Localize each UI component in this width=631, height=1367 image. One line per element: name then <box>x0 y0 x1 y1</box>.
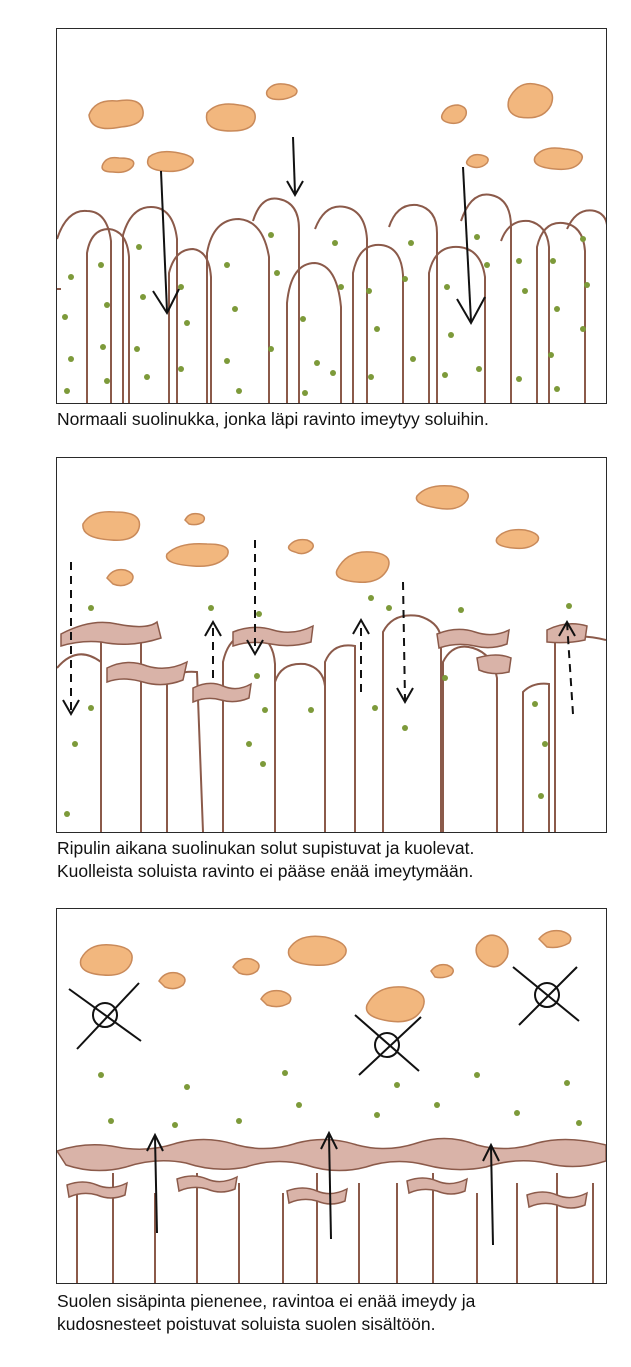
caption-line: kudosnesteet poistuvat soluista suolen s… <box>57 1313 627 1336</box>
caption-line: Kuolleista soluista ravinto ei pääse enä… <box>57 860 627 883</box>
food-particle-icon <box>431 965 453 978</box>
arrow-down-icon <box>397 582 413 702</box>
caption-line: Normaali suolinukka, jonka läpi ravinto … <box>57 408 627 431</box>
arrow-down-icon <box>287 137 303 195</box>
cross-mark-icon <box>69 983 141 1049</box>
panel-diarrhea <box>56 457 607 833</box>
arrow-up-icon <box>205 622 221 678</box>
food-particle-icon <box>107 570 133 586</box>
food-particle-icon <box>207 104 256 131</box>
caption-damaged: Suolen sisäpinta pienenee, ravintoa ei e… <box>57 1290 627 1336</box>
panel-normal <box>56 28 607 404</box>
food-particle-icon <box>289 936 347 965</box>
diagram-diarrhea <box>57 458 606 832</box>
caption-line: Suolen sisäpinta pienenee, ravintoa ei e… <box>57 1290 627 1313</box>
food-particle-icon <box>366 987 424 1022</box>
food-particle-icon <box>83 512 140 541</box>
food-particle-icon <box>267 84 297 100</box>
cross-mark-icon <box>355 1015 421 1075</box>
food-particle-icon <box>534 148 582 169</box>
caption-normal: Normaali suolinukka, jonka läpi ravinto … <box>57 408 627 431</box>
food-particle-icon <box>233 959 259 975</box>
food-particle-icon <box>416 486 468 509</box>
caption-diarrhea: Ripulin aikana suolinukan solut supistuv… <box>57 837 627 883</box>
diagram-damaged <box>57 909 606 1283</box>
food-particle-icon <box>539 931 571 948</box>
diagram-normal <box>57 29 606 403</box>
food-particle-icon <box>476 935 508 967</box>
food-particle-icon <box>336 552 389 582</box>
food-particle-icon <box>185 514 204 525</box>
food-particle-icon <box>159 973 185 989</box>
food-particle-icon <box>508 84 552 118</box>
damaged-cells <box>57 615 606 832</box>
arrow-down-icon <box>457 167 485 323</box>
food-particle-icon <box>102 158 134 173</box>
food-particle-icon <box>496 530 538 549</box>
panel-damaged <box>56 908 607 1284</box>
food-particles <box>83 486 539 586</box>
cross-mark-icon <box>513 967 579 1025</box>
arrow-down-icon <box>153 171 179 313</box>
damaged-cells <box>77 1173 593 1283</box>
nutrient-dots <box>98 1070 582 1128</box>
food-particle-icon <box>289 540 314 554</box>
food-particle-icon <box>261 991 291 1007</box>
food-particles <box>89 84 582 173</box>
food-particles <box>80 931 570 1022</box>
absorption-arrows <box>153 137 485 323</box>
caption-line: Ripulin aikana suolinukan solut supistuv… <box>57 837 627 860</box>
destroyed-surface <box>57 1138 606 1208</box>
food-particle-icon <box>442 105 467 123</box>
cross-marks <box>69 967 579 1075</box>
food-particle-icon <box>148 152 194 172</box>
food-particle-icon <box>167 544 229 567</box>
food-particle-icon <box>89 100 143 128</box>
food-particle-icon <box>467 155 489 168</box>
food-particle-icon <box>80 945 132 975</box>
